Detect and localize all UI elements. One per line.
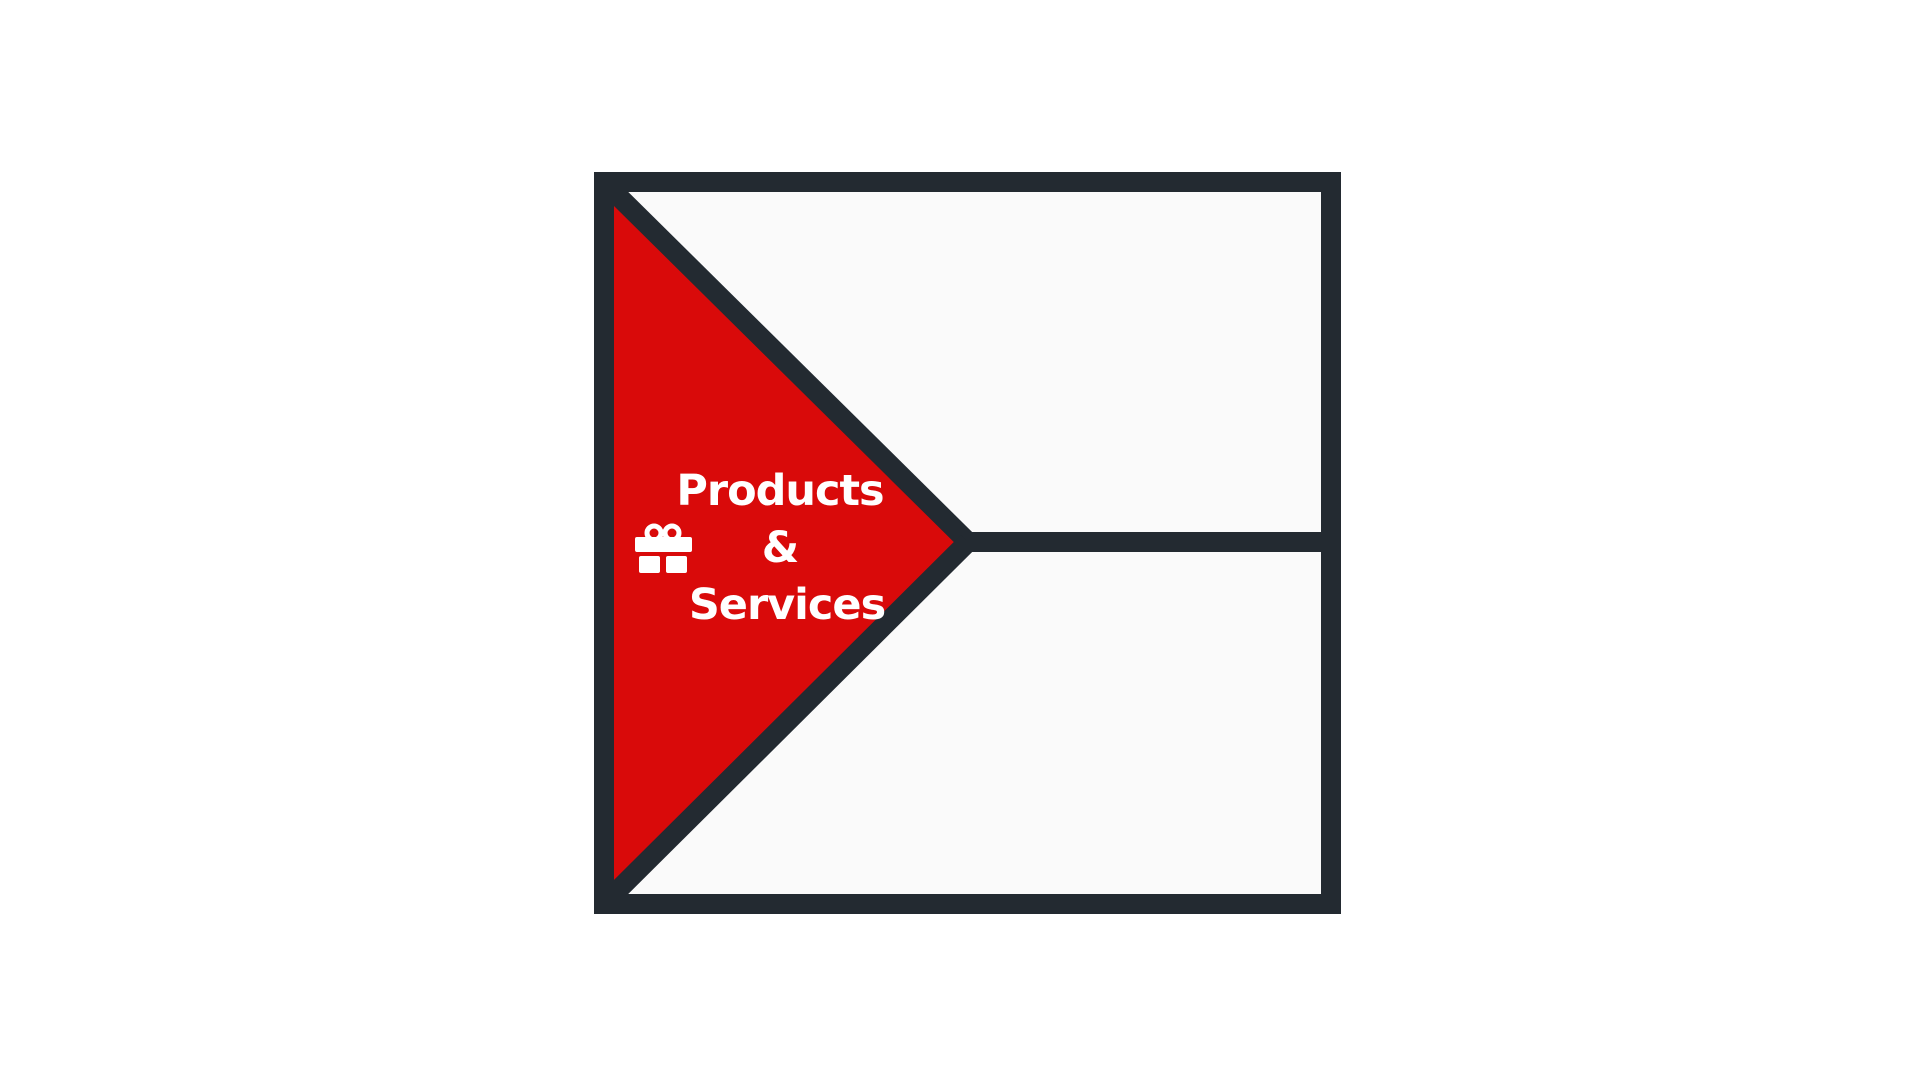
label-line-3: Services bbox=[689, 580, 885, 630]
segment-upper-right bbox=[605, 183, 1330, 542]
divider-diagonal-upper bbox=[599, 177, 976, 550]
label-line-2: & bbox=[762, 523, 799, 573]
diagram-frame bbox=[594, 172, 1341, 914]
gift-icon bbox=[635, 523, 692, 573]
segment-dividers bbox=[599, 177, 1330, 909]
segment-label: Products & Services bbox=[676, 466, 897, 630]
divider-diagonal-lower bbox=[599, 534, 976, 909]
label-line-1: Products bbox=[676, 466, 883, 516]
segment-lower-right bbox=[605, 542, 1330, 903]
segment-products-services bbox=[605, 183, 968, 903]
